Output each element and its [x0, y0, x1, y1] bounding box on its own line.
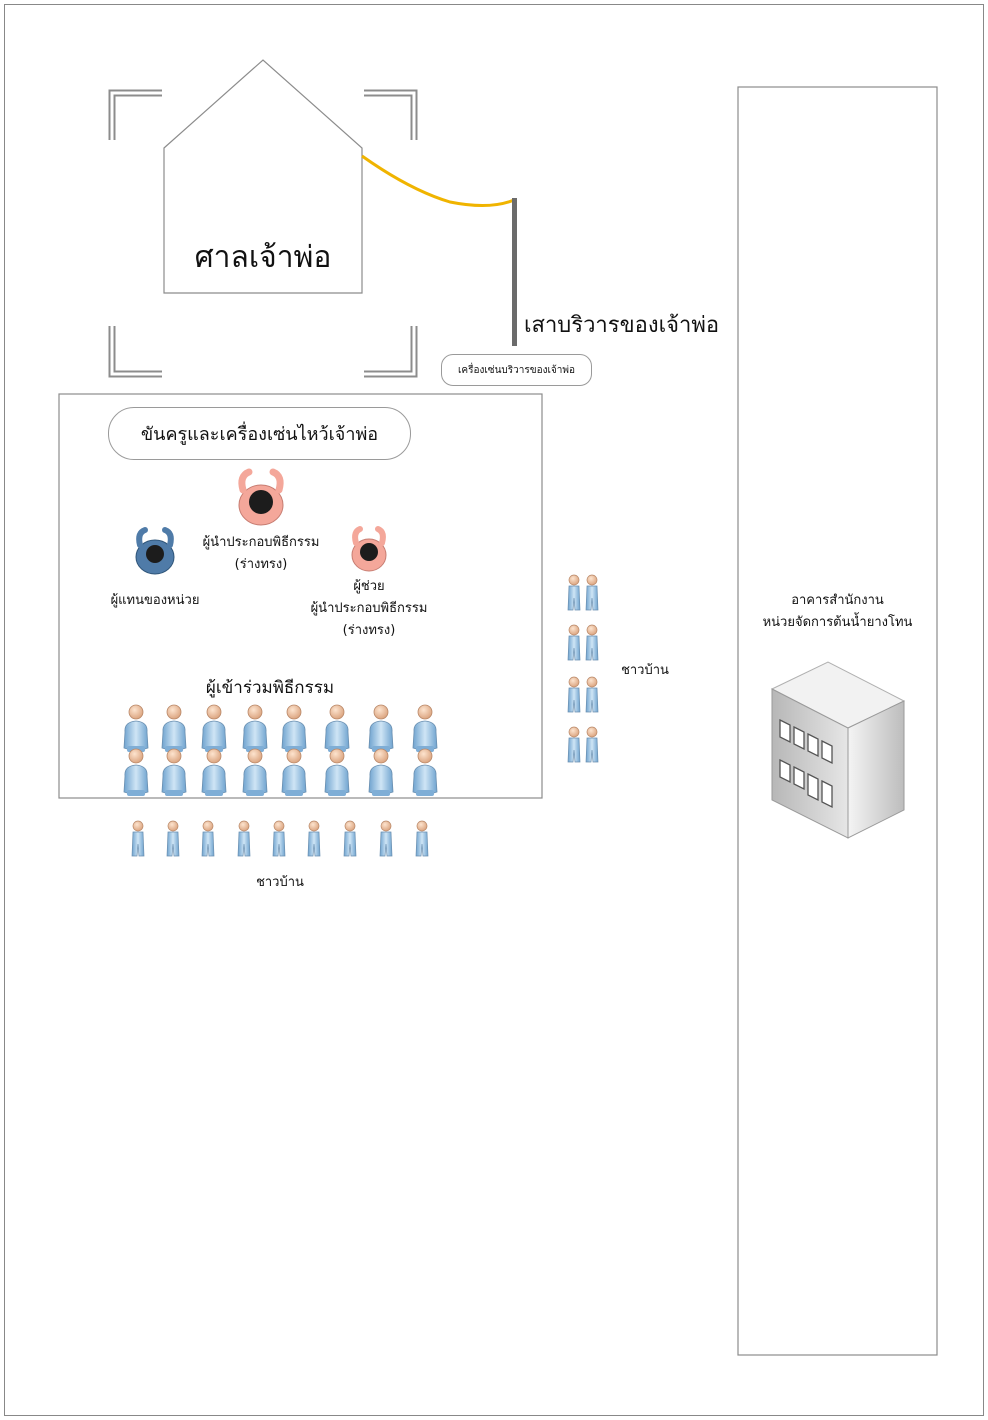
participant-icon	[281, 748, 307, 796]
villagers-bottom-group	[131, 820, 429, 857]
villager-icon	[343, 820, 357, 857]
participant-icon	[161, 704, 187, 752]
participant-icon	[123, 748, 149, 796]
office-label-line2: หน่วยจัดการต้นน้ำยางโทน	[762, 615, 913, 630]
office-label-line1: อาคารสำนักงาน	[791, 593, 884, 608]
participants-group	[123, 704, 438, 796]
offering-tray-label: ขันครูและเครื่องเซ่นไหว้เจ้าพ่อ	[140, 424, 379, 445]
ritual-leader-label-line1: ผู้นำประกอบพิธีกรรม	[202, 535, 320, 550]
participant-icon	[324, 748, 350, 796]
villager-icon	[415, 820, 429, 857]
unit-representative-label: ผู้แทนของหน่วย	[110, 593, 200, 608]
participant-icon	[368, 748, 394, 796]
spirit-pole-label: เสาบริวารของเจ้าพ่อ	[524, 313, 720, 338]
villager-icon	[585, 624, 599, 661]
villager-icon	[585, 574, 599, 611]
bracket-bottom-right	[364, 326, 418, 378]
villagers-bottom-label: ชาวบ้าน	[256, 875, 304, 890]
shrine-house	[163, 59, 363, 294]
villager-icon	[307, 820, 321, 857]
offering-tray-pill: ขันครูและเครื่องเซ่นไหว้เจ้าพ่อ	[108, 407, 411, 460]
bracket-bottom-left	[108, 326, 162, 378]
villager-icon	[585, 676, 599, 713]
villager-icon	[567, 574, 581, 611]
sacred-rope	[361, 154, 515, 208]
villager-icon	[585, 726, 599, 763]
participant-icon	[412, 704, 438, 752]
villager-icon	[379, 820, 393, 857]
villager-icon	[201, 820, 215, 857]
participant-icon	[281, 704, 307, 752]
villager-icon	[567, 676, 581, 713]
villager-icon	[166, 820, 180, 857]
assistant-label-line1: ผู้ช่วย	[353, 579, 385, 594]
ritual-leader-label-line2: (ร่างทรง)	[234, 557, 288, 572]
participants-label: ผู้เข้าร่วมพิธีกรรม	[205, 678, 335, 698]
participant-icon	[324, 704, 350, 752]
participant-icon	[201, 748, 227, 796]
villagers-side-label: ชาวบ้าน	[621, 663, 669, 678]
ceremony-area	[58, 393, 543, 799]
pole-offering-label: เครื่องเซ่นบริวารของเจ้าพ่อ	[458, 364, 575, 376]
participant-icon	[123, 704, 149, 752]
participant-icon	[242, 748, 268, 796]
pole-offering-pill: เครื่องเซ่นบริวารของเจ้าพ่อ	[441, 354, 592, 386]
participant-icon	[161, 748, 187, 796]
ritual-leader-figure	[238, 468, 284, 526]
spirit-pole	[512, 198, 517, 346]
villager-icon	[131, 820, 145, 857]
villager-icon	[237, 820, 251, 857]
bracket-top-right	[364, 89, 418, 140]
assistant-figure	[351, 526, 387, 572]
page-frame	[4, 4, 984, 1416]
ritual-leader-label: ผู้นำประกอบพิธีกรรม (ร่างทรง)	[185, 532, 337, 576]
office-label: อาคารสำนักงาน หน่วยจัดการต้นน้ำยางโทน	[740, 590, 935, 634]
participant-icon	[242, 704, 268, 752]
assistant-label-line3: (ร่างทรง)	[342, 623, 396, 638]
bracket-top-left	[108, 89, 162, 140]
participant-icon	[412, 748, 438, 796]
unit-representative-figure	[135, 527, 175, 575]
assistant-label: ผู้ช่วย ผู้นำประกอบพิธีกรรม (ร่างทรง)	[290, 576, 448, 642]
shrine-label: ศาลเจ้าพ่อ	[194, 240, 332, 275]
assistant-label-line2: ผู้นำประกอบพิธีกรรม	[310, 601, 428, 616]
office-building-icon	[770, 661, 906, 839]
villager-icon	[567, 624, 581, 661]
office-area	[737, 86, 938, 1356]
villager-icon	[567, 726, 581, 763]
participant-icon	[201, 704, 227, 752]
villagers-side-group	[567, 574, 599, 763]
villager-icon	[272, 820, 286, 857]
participant-icon	[368, 704, 394, 752]
